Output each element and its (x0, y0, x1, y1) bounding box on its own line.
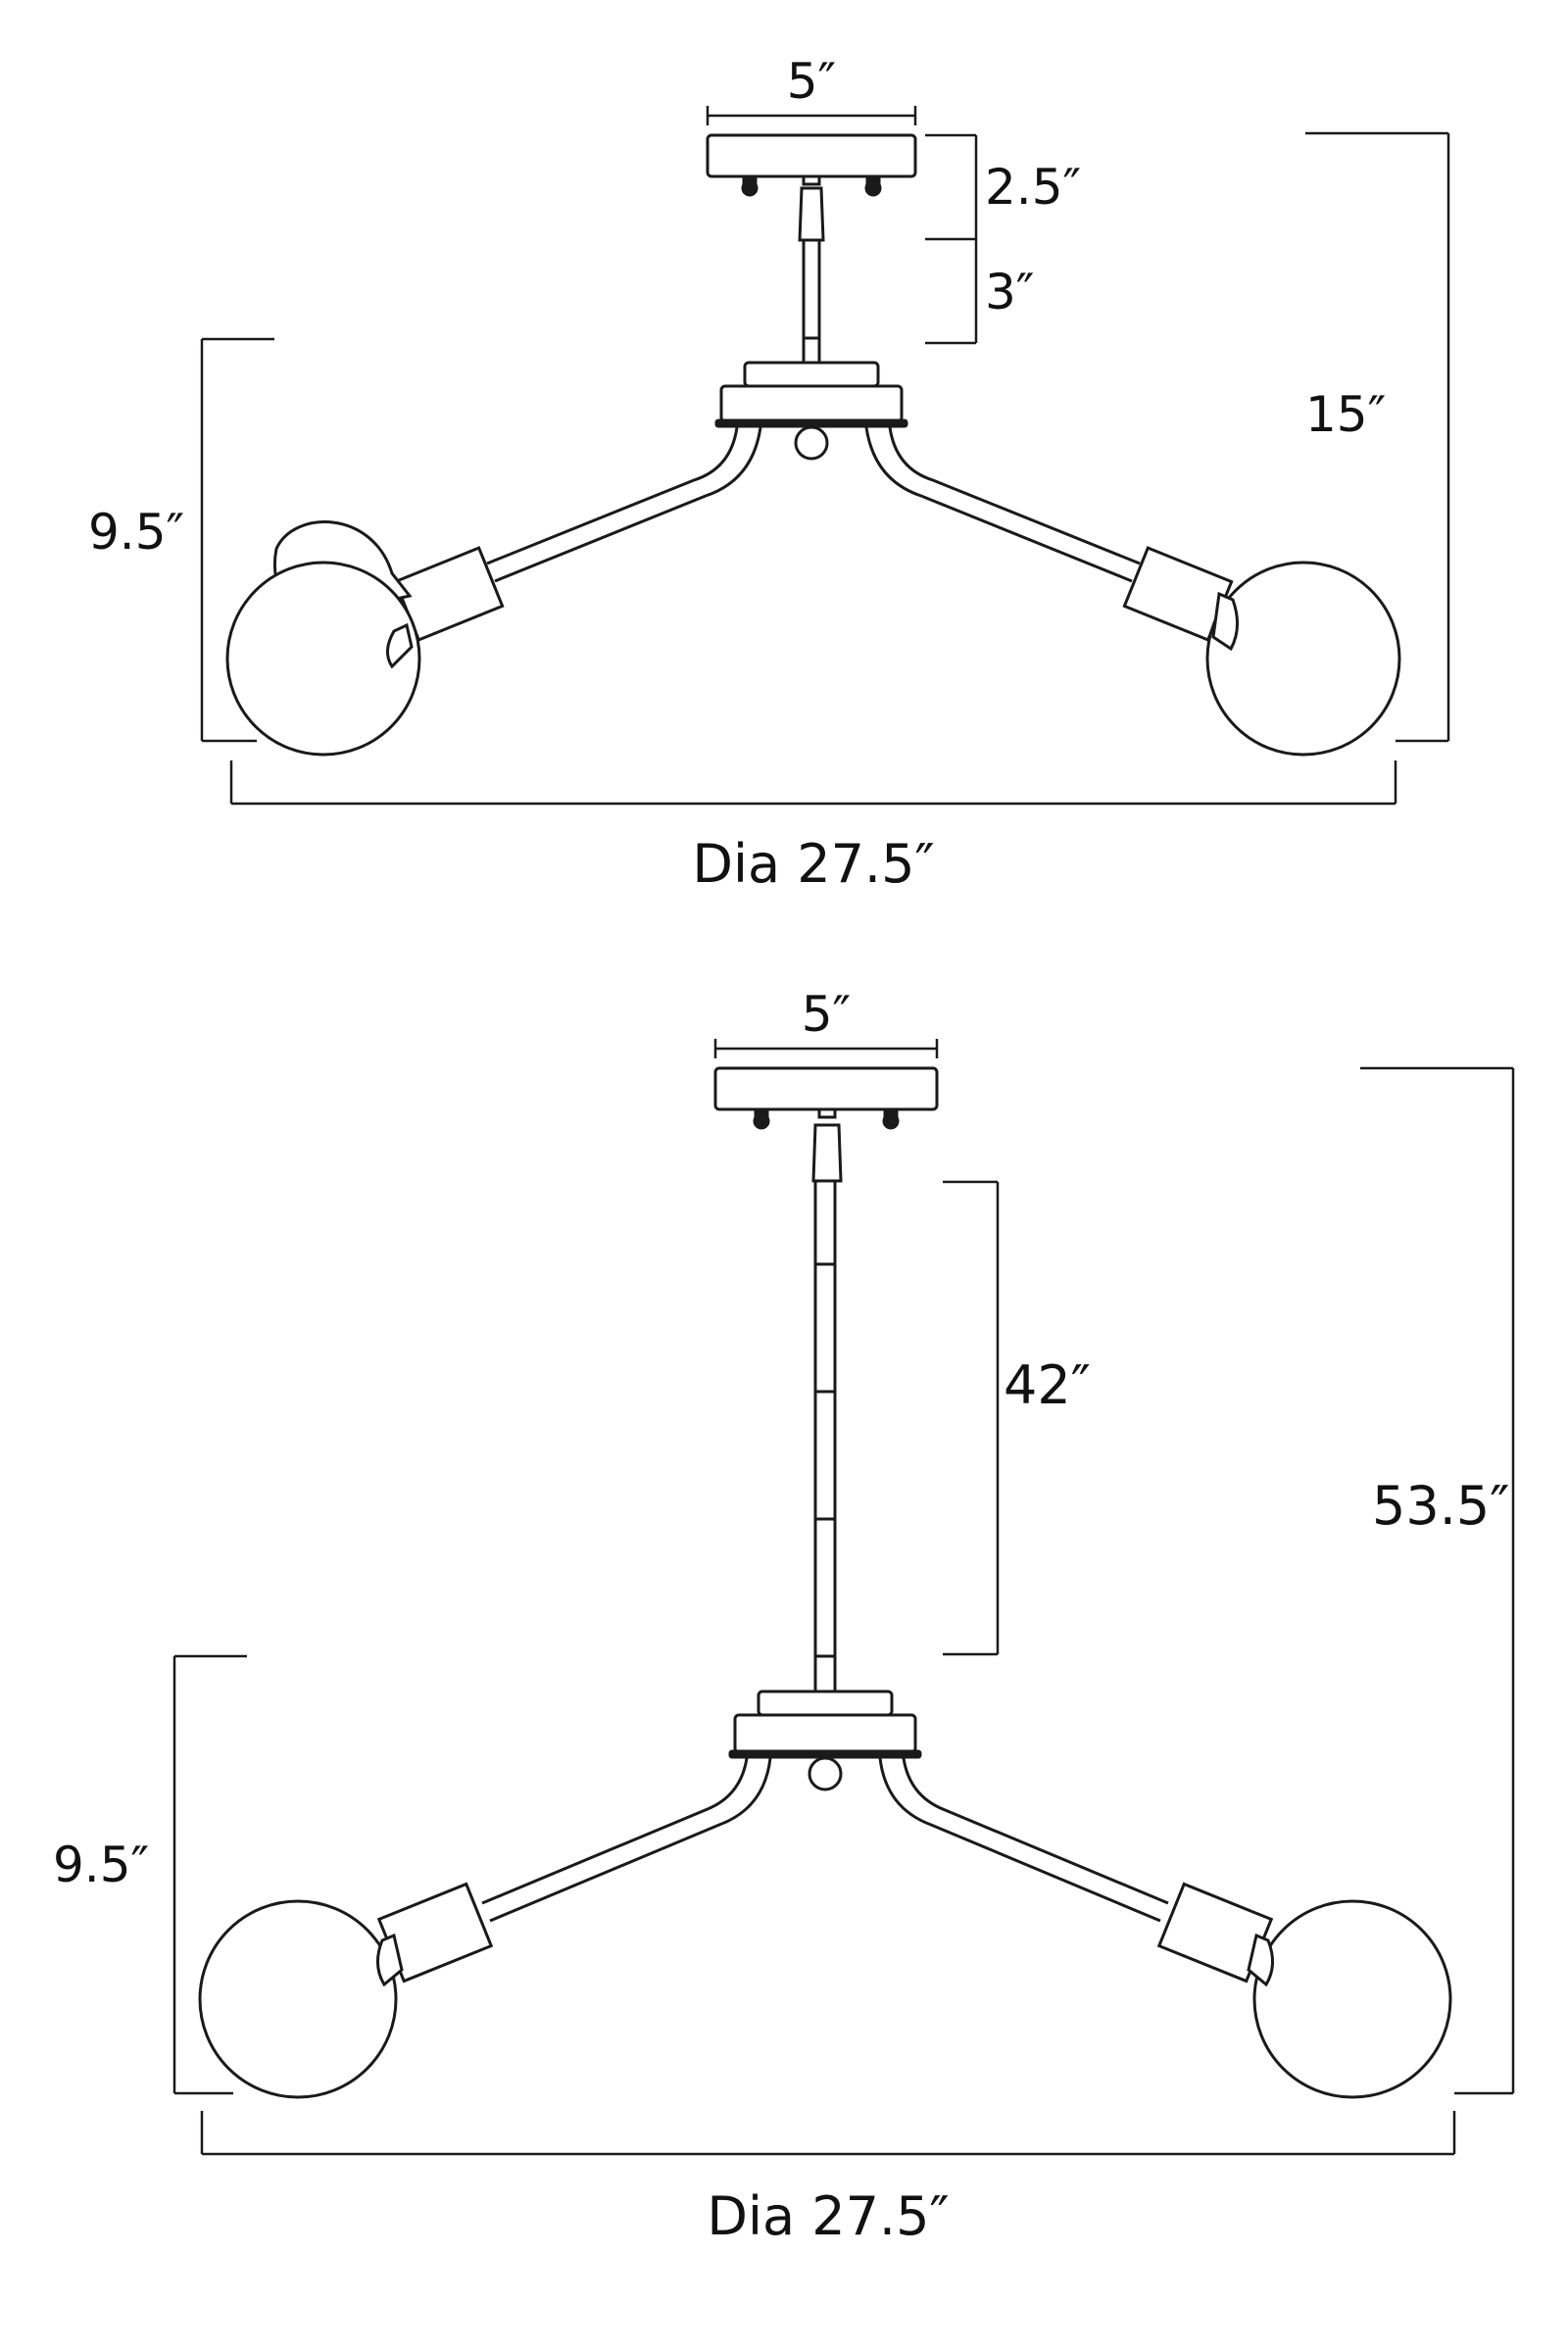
canopy-width-label: 5″ (787, 53, 837, 110)
right-arm (864, 426, 1401, 757)
overall-height-dimension: 53.5″ (1360, 1066, 1515, 2095)
right-arm (878, 1757, 1452, 2099)
rod-length-label: 3″ (985, 264, 1035, 320)
diameter-label: Dia 27.5″ (707, 2185, 949, 2247)
canopy-width-dimension: 5″ (713, 986, 939, 1058)
arm-height-dimension: 9.5″ (88, 337, 274, 743)
overall-height-label: 15″ (1305, 386, 1386, 443)
canopy-width-dimension: 5″ (706, 53, 917, 125)
left-arm (198, 1757, 772, 2099)
canopy-width-label: 5″ (802, 986, 852, 1043)
diameter-label: Dia 27.5″ (692, 833, 934, 895)
rod-length-label: 42″ (1004, 1354, 1091, 1416)
overall-height-dimension: 15″ (1305, 131, 1450, 743)
center-hub (714, 361, 908, 461)
canopy (706, 133, 917, 197)
canopy-height-dimension: 2.5″ 3″ (925, 133, 1081, 345)
rod (811, 1123, 843, 1697)
pendant-diagram: 5″ 42″ 53.5″ 9.5″ Dia 27.5″ (53, 986, 1515, 2247)
diameter-dimension: Dia 27.5″ (200, 2111, 1456, 2247)
diameter-dimension: Dia 27.5″ (229, 760, 1397, 895)
arm-height-label: 9.5″ (53, 1837, 149, 1893)
arm-height-label: 9.5″ (88, 504, 184, 561)
rod (798, 186, 825, 365)
canopy (713, 1066, 939, 1130)
left-arm (225, 426, 762, 757)
rod-length-dimension: 42″ (943, 1180, 1091, 1656)
canopy-height-label: 2.5″ (985, 159, 1081, 216)
semi-flush-diagram: 5″ 2.5″ 3″ 15″ 9.5″ (88, 53, 1450, 895)
overall-height-label: 53.5″ (1372, 1475, 1509, 1537)
arm-height-dimension: 9.5″ (53, 1654, 247, 2095)
center-hub (728, 1690, 922, 1791)
